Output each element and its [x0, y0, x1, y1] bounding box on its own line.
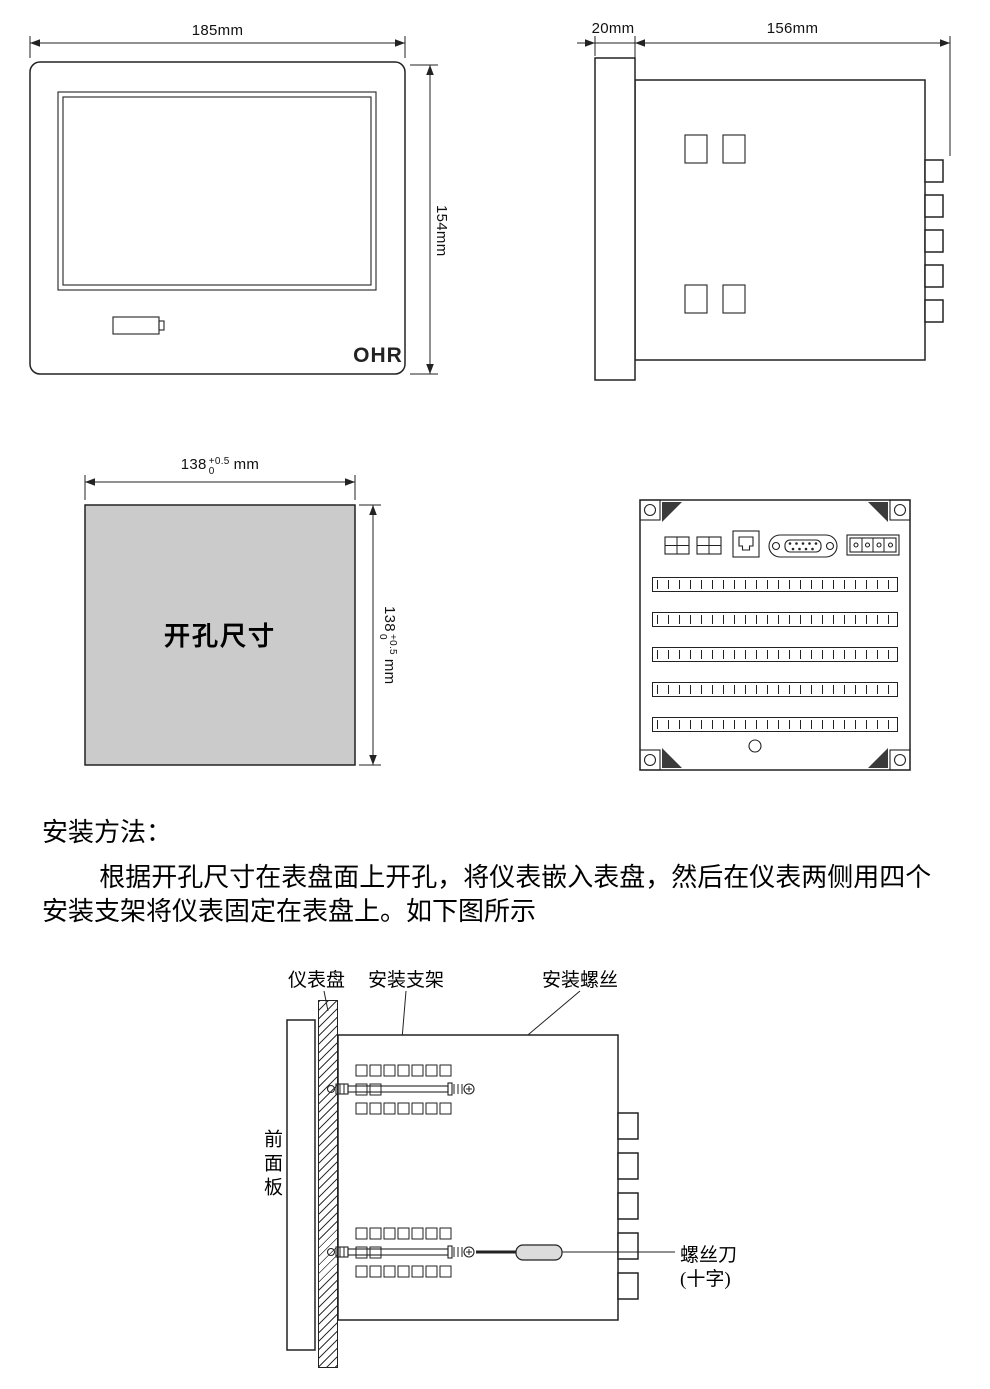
side-depth-label: 20mm — [591, 20, 635, 37]
installation-diagram: 仪表盘 安装支架 安装螺丝 前面板 螺丝刀 (十字) — [230, 953, 795, 1389]
body-terminal-teeth — [617, 1112, 639, 1300]
cutout-width-dimension — [84, 475, 356, 500]
side-length-dimension — [634, 36, 951, 156]
front-width-label: 185mm — [191, 22, 244, 39]
cutout-height-dimension — [359, 504, 381, 766]
front-height-dimension — [410, 64, 438, 375]
terminal-strip — [652, 577, 898, 592]
installation-drawing — [286, 990, 675, 1351]
front-view-drawing — [29, 36, 438, 375]
side-view-drawing — [577, 36, 951, 381]
bracket-label: 安装支架 — [368, 970, 445, 991]
terminal-strip — [652, 612, 898, 627]
brand-logo: OHR — [353, 344, 403, 367]
cutout-drawing — [84, 475, 381, 766]
rear-view-drawing — [639, 499, 911, 771]
cutout-width-label: 138 +0.5 0 mm — [180, 456, 260, 477]
screwdriver-label: 螺丝刀 — [680, 1245, 738, 1266]
installation-instructions: 安装方法： 根据开孔尺寸在表盘面上开孔，将仪表嵌入表盘，然后在仪表两侧用四个安装… — [42, 812, 954, 929]
cutout-title: 开孔尺寸 — [163, 622, 276, 651]
front-panel-plate — [286, 1019, 316, 1351]
rj45-port — [732, 530, 760, 558]
side-terminal-teeth — [924, 159, 944, 323]
terminal-strip — [652, 682, 898, 697]
rear-screw-hole — [748, 739, 762, 753]
screwdriver-note: (十字) — [680, 1269, 731, 1290]
terminal-strip — [652, 647, 898, 662]
front-width-dimension — [29, 36, 406, 58]
screw-label: 安装螺丝 — [542, 970, 619, 991]
side-view-diagram: 20mm 156mm — [575, 10, 980, 395]
front-height-label: 154mm — [433, 205, 450, 257]
instrument-side-outline — [594, 57, 926, 381]
panel-hatch — [318, 1000, 338, 1368]
instructions-body: 根据开孔尺寸在表盘面上开孔，将仪表嵌入表盘，然后在仪表两侧用四个安装支架将仪表固… — [42, 863, 932, 926]
width-tolerance: +0.5 0 — [208, 456, 230, 477]
rear-terminal-grid — [664, 536, 722, 555]
side-length-label: 156mm — [766, 20, 819, 37]
power-terminal — [846, 534, 900, 556]
cutout-height-label: 138 +0.5 0 mm — [377, 606, 398, 685]
instructions-heading: 安装方法： — [42, 818, 173, 847]
cutout-square — [84, 504, 356, 766]
corner-fasteners — [639, 499, 911, 771]
rear-view-diagram — [615, 475, 945, 795]
front-panel-label: 前面板 — [261, 1129, 282, 1201]
cutout-dimension-diagram: 138 +0.5 0 mm 138 +0.5 0 mm 开孔尺寸 — [55, 448, 415, 793]
height-tolerance: +0.5 0 — [377, 633, 398, 655]
front-port-icon — [112, 316, 165, 335]
screwdriver-icon — [476, 1244, 675, 1261]
front-view-diagram: 185mm 154mm OHR — [18, 10, 468, 395]
side-depth-dimension — [577, 36, 635, 56]
instrument-front-outline — [29, 61, 406, 375]
db9-port — [768, 534, 838, 558]
panel-label: 仪表盘 — [288, 970, 346, 991]
terminal-strip — [652, 717, 898, 732]
